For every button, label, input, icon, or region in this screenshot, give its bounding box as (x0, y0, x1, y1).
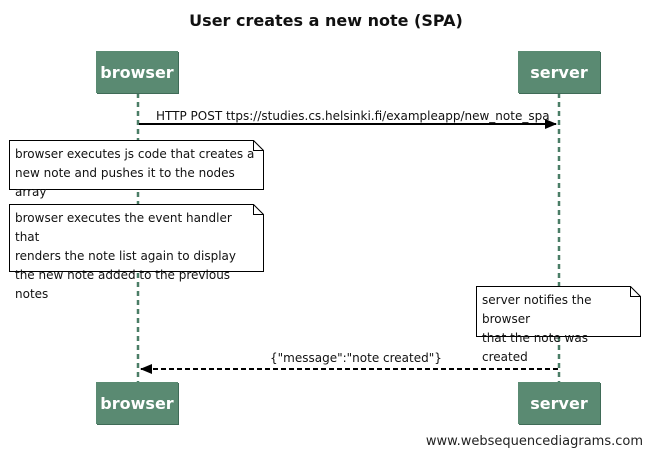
server-actor-bottom: server (518, 382, 600, 424)
diagram-title: User creates a new note (SPA) (189, 11, 463, 30)
request-message-label: HTTP POST ttps://studies.cs.helsinki.fi/… (156, 109, 550, 123)
response-message-label: {"message":"note created"} (270, 351, 442, 365)
note-event-handler: browser executes the event handler that … (9, 204, 264, 301)
footer-credit: www.websequencediagrams.com (425, 434, 643, 449)
note-browser-executes-js: browser executes js code that creates a … (9, 140, 264, 199)
note-server-notifies: server notifies the browser that the not… (476, 286, 641, 364)
note-text: browser executes js code that creates a … (15, 147, 255, 199)
server-actor-top: server (518, 51, 600, 93)
note-text: server notifies the browser that the not… (482, 293, 592, 364)
browser-actor-bottom: browser (96, 382, 178, 424)
note-text: browser executes the event handler that … (15, 211, 237, 301)
browser-actor-top: browser (96, 51, 178, 93)
